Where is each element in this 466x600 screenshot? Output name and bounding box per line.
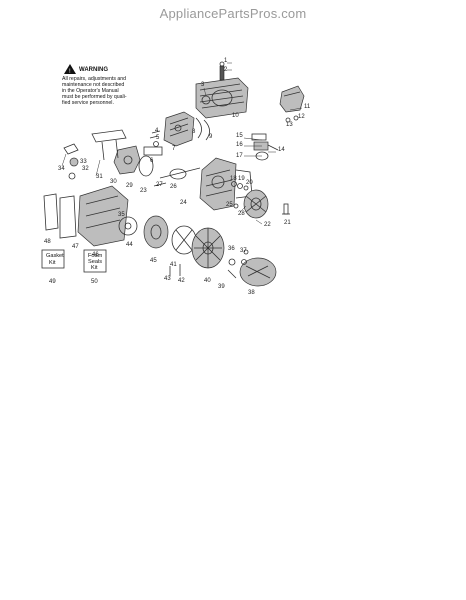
warning-triangle-icon: ! xyxy=(64,64,76,75)
flywheel xyxy=(243,189,269,219)
recoil-starter xyxy=(118,215,169,249)
callout-18: 18 xyxy=(230,176,237,182)
callout-9: 9 xyxy=(209,134,213,140)
cylinder-assembly xyxy=(195,61,249,119)
blower-cover xyxy=(239,249,277,287)
warning-notice: ! WARNING All repairs, adjustments and m… xyxy=(62,64,127,106)
warning-line-3: in the Operator's Manual xyxy=(62,88,119,94)
callout-33: 33 xyxy=(80,159,87,165)
callout-38: 38 xyxy=(248,290,255,296)
warning-line-1: All repairs, adjustments and xyxy=(62,76,126,82)
callout-28: 28 xyxy=(238,211,245,217)
callout-10: 10 xyxy=(232,113,239,119)
callout-7: 7 xyxy=(172,146,176,152)
callout-46: 46 xyxy=(92,252,99,258)
warning-line-5: fied service personnel. xyxy=(62,100,114,106)
callout-6: 6 xyxy=(150,158,154,164)
callout-12: 12 xyxy=(298,114,305,120)
ignition-module xyxy=(279,85,305,123)
callout-25: 25 xyxy=(226,202,233,208)
callout-21: 21 xyxy=(284,220,291,226)
foam-kit-number: 50 xyxy=(91,279,98,285)
callout-34: 34 xyxy=(58,166,65,172)
warning-line-4: must be performed by quali- xyxy=(62,94,127,100)
crankcase xyxy=(199,157,253,211)
callout-26: 26 xyxy=(170,184,177,190)
callout-40: 40 xyxy=(204,278,211,284)
cylinder-bracket xyxy=(195,117,210,141)
callout-29: 29 xyxy=(126,183,133,189)
air-filter-bracket xyxy=(91,129,127,161)
callout-47: 47 xyxy=(72,244,79,250)
muffler xyxy=(163,111,195,147)
callout-37: 37 xyxy=(240,248,247,254)
gasket-kit-label-1: Gasket xyxy=(46,253,64,259)
callout-43: 43 xyxy=(164,276,171,282)
callout-41: 41 xyxy=(170,262,177,268)
callout-3: 3 xyxy=(201,82,205,88)
callout-15: 15 xyxy=(236,133,243,139)
gasket-kit-number: 49 xyxy=(49,279,56,285)
site-watermark: AppliancePartsPros.com xyxy=(159,6,307,21)
muffler-hardware xyxy=(143,130,163,156)
warning-title: WARNING xyxy=(79,67,108,73)
foam-kit-label-1: Foam xyxy=(88,253,103,259)
callout-labels: 1 2 3 4 5 6 7 8 9 10 11 12 13 14 15 16 1… xyxy=(44,58,311,296)
callout-22: 22 xyxy=(264,222,271,228)
callout-45: 45 xyxy=(150,258,157,264)
callout-13: 13 xyxy=(286,122,293,128)
spark-plug xyxy=(282,203,290,215)
carburetor xyxy=(113,145,141,175)
callout-24: 24 xyxy=(180,200,187,206)
callout-35: 35 xyxy=(118,212,125,218)
foam-kit-label-3: Kit xyxy=(91,265,98,271)
callout-11: 11 xyxy=(304,104,311,110)
callout-17: 17 xyxy=(236,153,243,159)
callout-36: 36 xyxy=(228,246,235,252)
impeller xyxy=(191,227,225,269)
crank-hardware xyxy=(231,181,249,209)
callout-44: 44 xyxy=(126,242,133,248)
callout-23: 23 xyxy=(140,188,147,194)
callout-14: 14 xyxy=(278,147,285,153)
foam-seals-kit-box: Foam Seals Kit 50 xyxy=(83,249,107,285)
callout-32: 32 xyxy=(82,166,89,172)
primer-bulb xyxy=(63,143,79,180)
callout-5: 5 xyxy=(156,135,160,141)
blower-hardware xyxy=(227,258,237,279)
warning-line-2: maintenance not described xyxy=(62,82,124,88)
foam-kit-label-2: Seals xyxy=(88,259,102,265)
callout-19: 19 xyxy=(238,176,245,182)
callout-2: 2 xyxy=(224,67,228,73)
intake-gasket xyxy=(138,155,154,177)
svg-text:!: ! xyxy=(69,69,71,75)
callout-4: 4 xyxy=(155,128,159,134)
leader-lines xyxy=(61,62,303,225)
callout-8: 8 xyxy=(192,129,196,135)
callout-31: 31 xyxy=(96,174,103,180)
callout-39: 39 xyxy=(218,284,225,290)
crankshaft xyxy=(153,167,201,187)
engine-housing xyxy=(43,185,129,247)
fan-bolts xyxy=(169,264,181,276)
callout-16: 16 xyxy=(236,142,243,148)
gasket-kit-box: Gasket Kit 49 xyxy=(41,249,65,285)
callout-48: 48 xyxy=(44,239,51,245)
callout-20: 20 xyxy=(246,180,253,186)
callout-1: 1 xyxy=(224,58,228,64)
callout-27: 27 xyxy=(156,182,163,188)
callout-42: 42 xyxy=(178,278,185,284)
gasket-kit-label-2: Kit xyxy=(49,260,56,266)
callout-30: 30 xyxy=(110,179,117,185)
